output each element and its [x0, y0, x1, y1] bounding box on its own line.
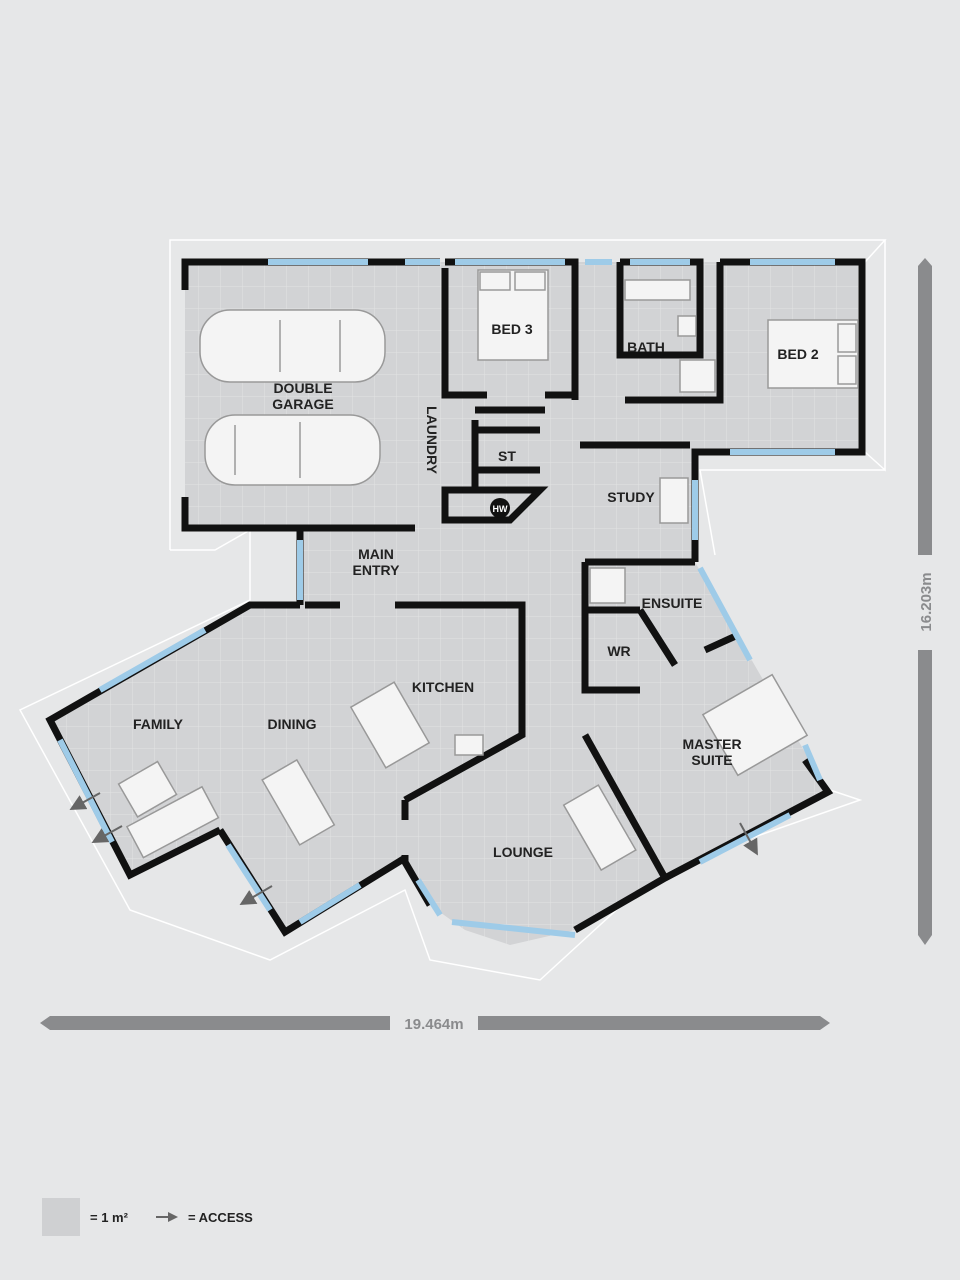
- grid-square-swatch: [42, 1198, 80, 1236]
- hot-water-icon: [490, 498, 510, 518]
- legend-area-label: = 1 m²: [90, 1209, 128, 1225]
- room-label-st: ST: [498, 448, 516, 464]
- windows: [57, 259, 835, 938]
- car-icon: [199, 309, 386, 486]
- room-label-double: DOUBLE: [273, 380, 332, 396]
- room-label-hw: HW: [493, 504, 508, 514]
- room-label-family: FAMILY: [133, 716, 184, 732]
- room-label-bed2: BED 2: [777, 346, 818, 362]
- legend-access-label: = ACCESS: [187, 1209, 253, 1225]
- width-dimension-label: 19.464m: [404, 1016, 463, 1033]
- room-label-wr: WR: [607, 643, 630, 659]
- room-label-master: MASTER: [682, 736, 741, 752]
- room-label-bed3: BED 3: [491, 321, 532, 337]
- room-label-entry: ENTRY: [353, 562, 401, 578]
- room-label-kitchen: KITCHEN: [412, 679, 474, 695]
- depth-dimension-label: 16.203m: [918, 572, 935, 631]
- depth-dimension: 16.203m: [918, 258, 935, 945]
- width-dimension: 19.464m: [40, 1016, 830, 1033]
- room-labels: DOUBLE GARAGE LAUNDRY BED 3 BATH BED 2 S…: [133, 321, 819, 860]
- room-label-dining: DINING: [268, 716, 317, 732]
- arrow-right-icon: [155, 1212, 178, 1222]
- room-label-study: STUDY: [607, 489, 655, 505]
- room-label-laundry: LAUNDRY: [424, 406, 440, 475]
- room-label-lounge: LOUNGE: [493, 844, 553, 860]
- legend: = 1 m² = ACCESS: [42, 1197, 253, 1237]
- room-label-bath: BATH: [627, 339, 665, 355]
- furniture: [117, 279, 716, 872]
- room-label-garage: GARAGE: [272, 396, 333, 412]
- bed-icon: [477, 269, 859, 777]
- room-label-suite: SUITE: [691, 752, 732, 768]
- access-arrows: [69, 792, 758, 906]
- room-label-ensuite: ENSUITE: [642, 595, 703, 611]
- room-label-main: MAIN: [358, 546, 394, 562]
